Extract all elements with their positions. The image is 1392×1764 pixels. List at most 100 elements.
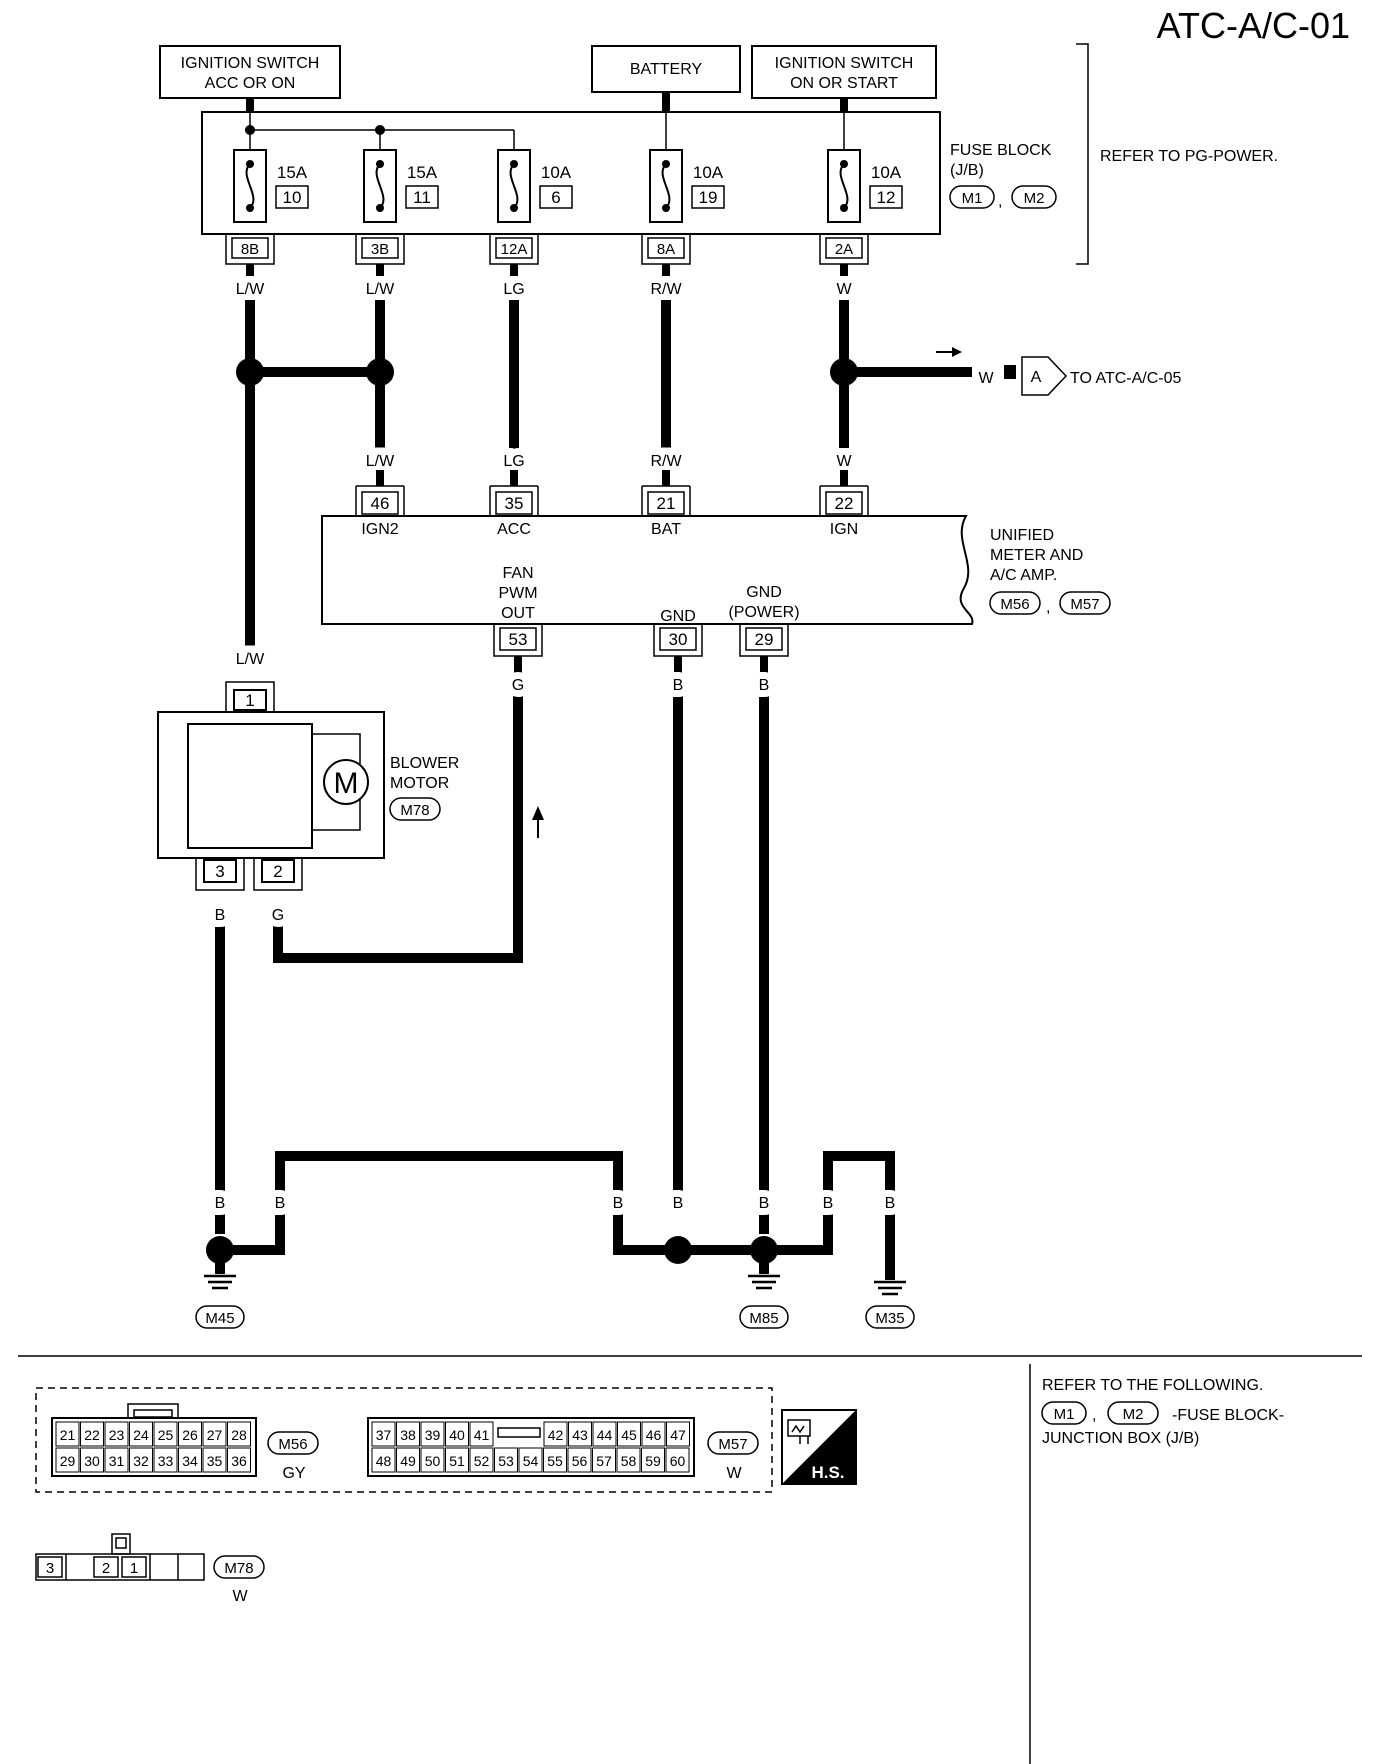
source-ignition-acc: IGNITION SWITCH ACC OR ON — [159, 45, 341, 99]
refer-box: REFER TO THE FOLLOWING. M1 , M2 -FUSE BL… — [1041, 1377, 1284, 1447]
m57-pin: 40 — [449, 1427, 465, 1443]
fuse-number: 12 — [877, 188, 896, 207]
ground-m35-label: M35 — [875, 1310, 904, 1327]
m57-pin: 39 — [425, 1427, 441, 1443]
ground-m45-label: M45 — [205, 1310, 234, 1327]
m57-pin: 50 — [425, 1453, 441, 1469]
m78-pin: 2 — [102, 1560, 110, 1577]
fuse-amp-label: 15A — [407, 163, 438, 182]
ground-wire-label-6: B — [823, 1195, 834, 1212]
source-ign-on-line2: ON OR START — [790, 75, 898, 92]
svg-text:M1: M1 — [962, 190, 983, 207]
source-ign-acc-line2: ACC OR ON — [205, 75, 296, 92]
m57-pin: 57 — [596, 1453, 612, 1469]
ground-symbol-m45: M45 — [195, 1274, 245, 1329]
m57-pin: 48 — [376, 1453, 392, 1469]
m57-pin: 51 — [449, 1453, 465, 1469]
m56-pin: 31 — [109, 1453, 125, 1469]
m57-pin: 37 — [376, 1427, 392, 1443]
m57-connector-label: M57 — [718, 1436, 747, 1453]
m57-pin: 58 — [621, 1453, 637, 1469]
meter-input-wire: R/W — [650, 453, 682, 470]
m57-pin: 45 — [621, 1427, 637, 1443]
refer-line1: REFER TO THE FOLLOWING. — [1042, 1377, 1263, 1394]
offpage-wire-color: W — [978, 370, 994, 387]
refer-connector-m1: M1 — [1054, 1406, 1075, 1423]
svg-text:M78: M78 — [400, 802, 429, 819]
m57-pin: 60 — [670, 1453, 686, 1469]
ground-symbol-m85: M85 — [739, 1274, 789, 1329]
fuse-amp-label: 10A — [693, 163, 724, 182]
source-battery: BATTERY — [591, 45, 741, 93]
m57-pin: 47 — [670, 1427, 686, 1443]
blower-pin-1-wire: L/W — [236, 651, 265, 668]
fuse-amp-label: 10A — [541, 163, 572, 182]
ground-wire-label-2: B — [275, 1195, 286, 1212]
source-battery-label: BATTERY — [630, 61, 703, 78]
m57-pin: 53 — [498, 1453, 514, 1469]
ground-wire-label-3: B — [613, 1195, 624, 1212]
meter-output-pin-number: 29 — [755, 630, 774, 649]
unified-meter-ac-amp — [321, 515, 974, 625]
offpage-target: TO ATC-A/C-05 — [1070, 370, 1182, 387]
meter-output-pin-53: 53G — [493, 624, 543, 701]
m56-pin: 23 — [109, 1427, 125, 1443]
m56-pin: 36 — [231, 1453, 247, 1469]
offpage-connector-a: W A TO ATC-A/C-05 — [936, 347, 1182, 396]
junction-dots — [206, 358, 858, 1264]
meter-output-pin-29: 29B — [739, 624, 789, 701]
ground-wire-labels: B B B B B B B — [208, 1188, 903, 1219]
meter-input-pin-number: 46 — [371, 494, 390, 513]
fuse-terminal: 8B — [241, 241, 259, 258]
fuse-block-label-line2: (J/B) — [950, 162, 984, 179]
meter-input-label: IGN — [830, 521, 858, 538]
meter-input-pin-number: 22 — [835, 494, 854, 513]
meter-name-line2: METER AND — [990, 547, 1083, 564]
m57-pin: 46 — [646, 1427, 662, 1443]
signal-direction-arrow — [532, 806, 544, 838]
refer-desc-line1: -FUSE BLOCK- — [1172, 1407, 1284, 1424]
ground-wire-label-7: B — [885, 1195, 896, 1212]
meter-output-pin-number: 30 — [669, 630, 688, 649]
m57-pin: 41 — [474, 1427, 490, 1443]
m57-pin: 49 — [400, 1453, 416, 1469]
m78-color: W — [232, 1588, 248, 1605]
m57-pin: 56 — [572, 1453, 588, 1469]
fuse-number: 6 — [551, 188, 560, 207]
m57-color: W — [726, 1465, 742, 1482]
m57-pin: 59 — [645, 1453, 661, 1469]
meter-output-wire: B — [759, 677, 770, 694]
m56-pin: 28 — [231, 1427, 247, 1443]
meter-connector-m56: M56 — [989, 591, 1041, 615]
meter-output-wire: G — [512, 677, 524, 694]
m56-pin: 35 — [207, 1453, 223, 1469]
m56-pin: 24 — [133, 1427, 149, 1443]
fuse-amp-label: 10A — [871, 163, 902, 182]
blower-pin-1: 1 — [245, 691, 254, 710]
m56-color: GY — [282, 1465, 305, 1482]
gnd-power-label-1: GND — [746, 584, 782, 601]
m56-pin: 33 — [158, 1453, 174, 1469]
ground-wire-label-1: B — [215, 1195, 226, 1212]
blower-connector-m78: M78 — [389, 797, 441, 821]
m56-pin: 29 — [60, 1453, 76, 1469]
blower-label-line2: MOTOR — [390, 775, 449, 792]
fuse-number: 10 — [283, 188, 302, 207]
meter-input-label: BAT — [651, 521, 681, 538]
svg-text:M2: M2 — [1024, 190, 1045, 207]
refer-pg-power: REFER TO PG-POWER. — [1100, 148, 1278, 165]
meter-input-pin-number: 21 — [657, 494, 676, 513]
fan-pwm-label-1: FAN — [502, 565, 533, 582]
m56-pin: 26 — [182, 1427, 198, 1443]
m78-connector-label: M78 — [224, 1560, 253, 1577]
blower-pin-3: 3 — [215, 862, 224, 881]
fuse-number: 11 — [413, 188, 431, 207]
